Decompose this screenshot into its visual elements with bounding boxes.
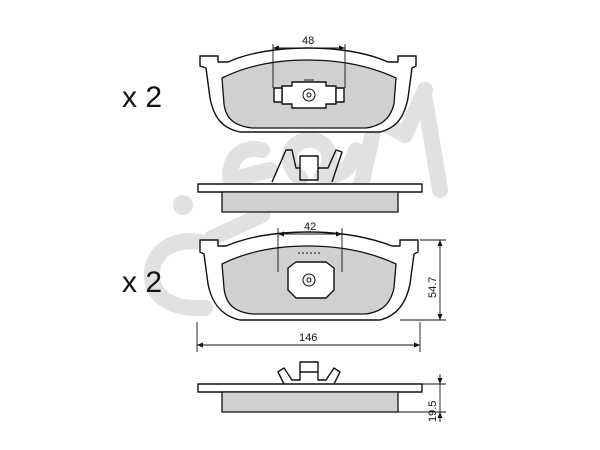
dimension-overall-width: 146: [196, 322, 421, 352]
top-pad-side-backing-plate: [197, 183, 423, 193]
top-pad-center-hole-inner: [306, 92, 312, 98]
top-pad-sensor-tab: [281, 81, 337, 109]
quantity-label-bottom: x 2: [122, 266, 162, 299]
dimension-label-48: 48: [302, 35, 314, 47]
top-pad-side-spring-clip: [271, 149, 343, 183]
bottom-pad-center-hole: [302, 273, 316, 287]
top-pad-front-view: [199, 47, 417, 133]
bottom-pad-center-hole-inner: [306, 277, 312, 283]
dimension-label-42: 42: [304, 221, 316, 233]
dimension-label-54-7: 54.7: [427, 277, 439, 298]
dimension-bottom-center-width: 42: [277, 221, 343, 272]
top-pad-side-clip-center: [299, 168, 319, 181]
bottom-pad-side-friction-material: [221, 391, 399, 413]
top-pad-center-hole: [302, 88, 316, 102]
top-pad-side-friction-material: [221, 191, 399, 213]
dimension-label-146: 146: [299, 332, 317, 344]
top-pad-side-view: [197, 149, 423, 213]
bottom-pad-front-view: [199, 231, 419, 321]
bottom-pad-side-view: [197, 361, 423, 413]
dimension-top-center-width: 48: [272, 35, 346, 88]
cifam-logo-watermark: [143, 82, 448, 317]
dimension-thickness: 19.5: [398, 374, 446, 422]
logo-letter-f: [222, 141, 278, 198]
dimension-label-19-5: 19.5: [427, 401, 439, 422]
logo-letter-c: [143, 233, 213, 317]
quantity-label-top: x 2: [122, 81, 162, 114]
top-pad-sensor-left-clip: [273, 87, 283, 103]
bottom-pad-side-backing-plate: [197, 383, 423, 393]
logo-letter-i-dot: [173, 195, 193, 215]
dimension-height: 54.7: [400, 239, 446, 321]
logo-letter-a: [281, 131, 364, 186]
bottom-pad-side-spring-clip: [277, 361, 341, 385]
logo-letter-i: [204, 207, 270, 246]
top-pad-sensor-right-clip: [335, 87, 345, 103]
